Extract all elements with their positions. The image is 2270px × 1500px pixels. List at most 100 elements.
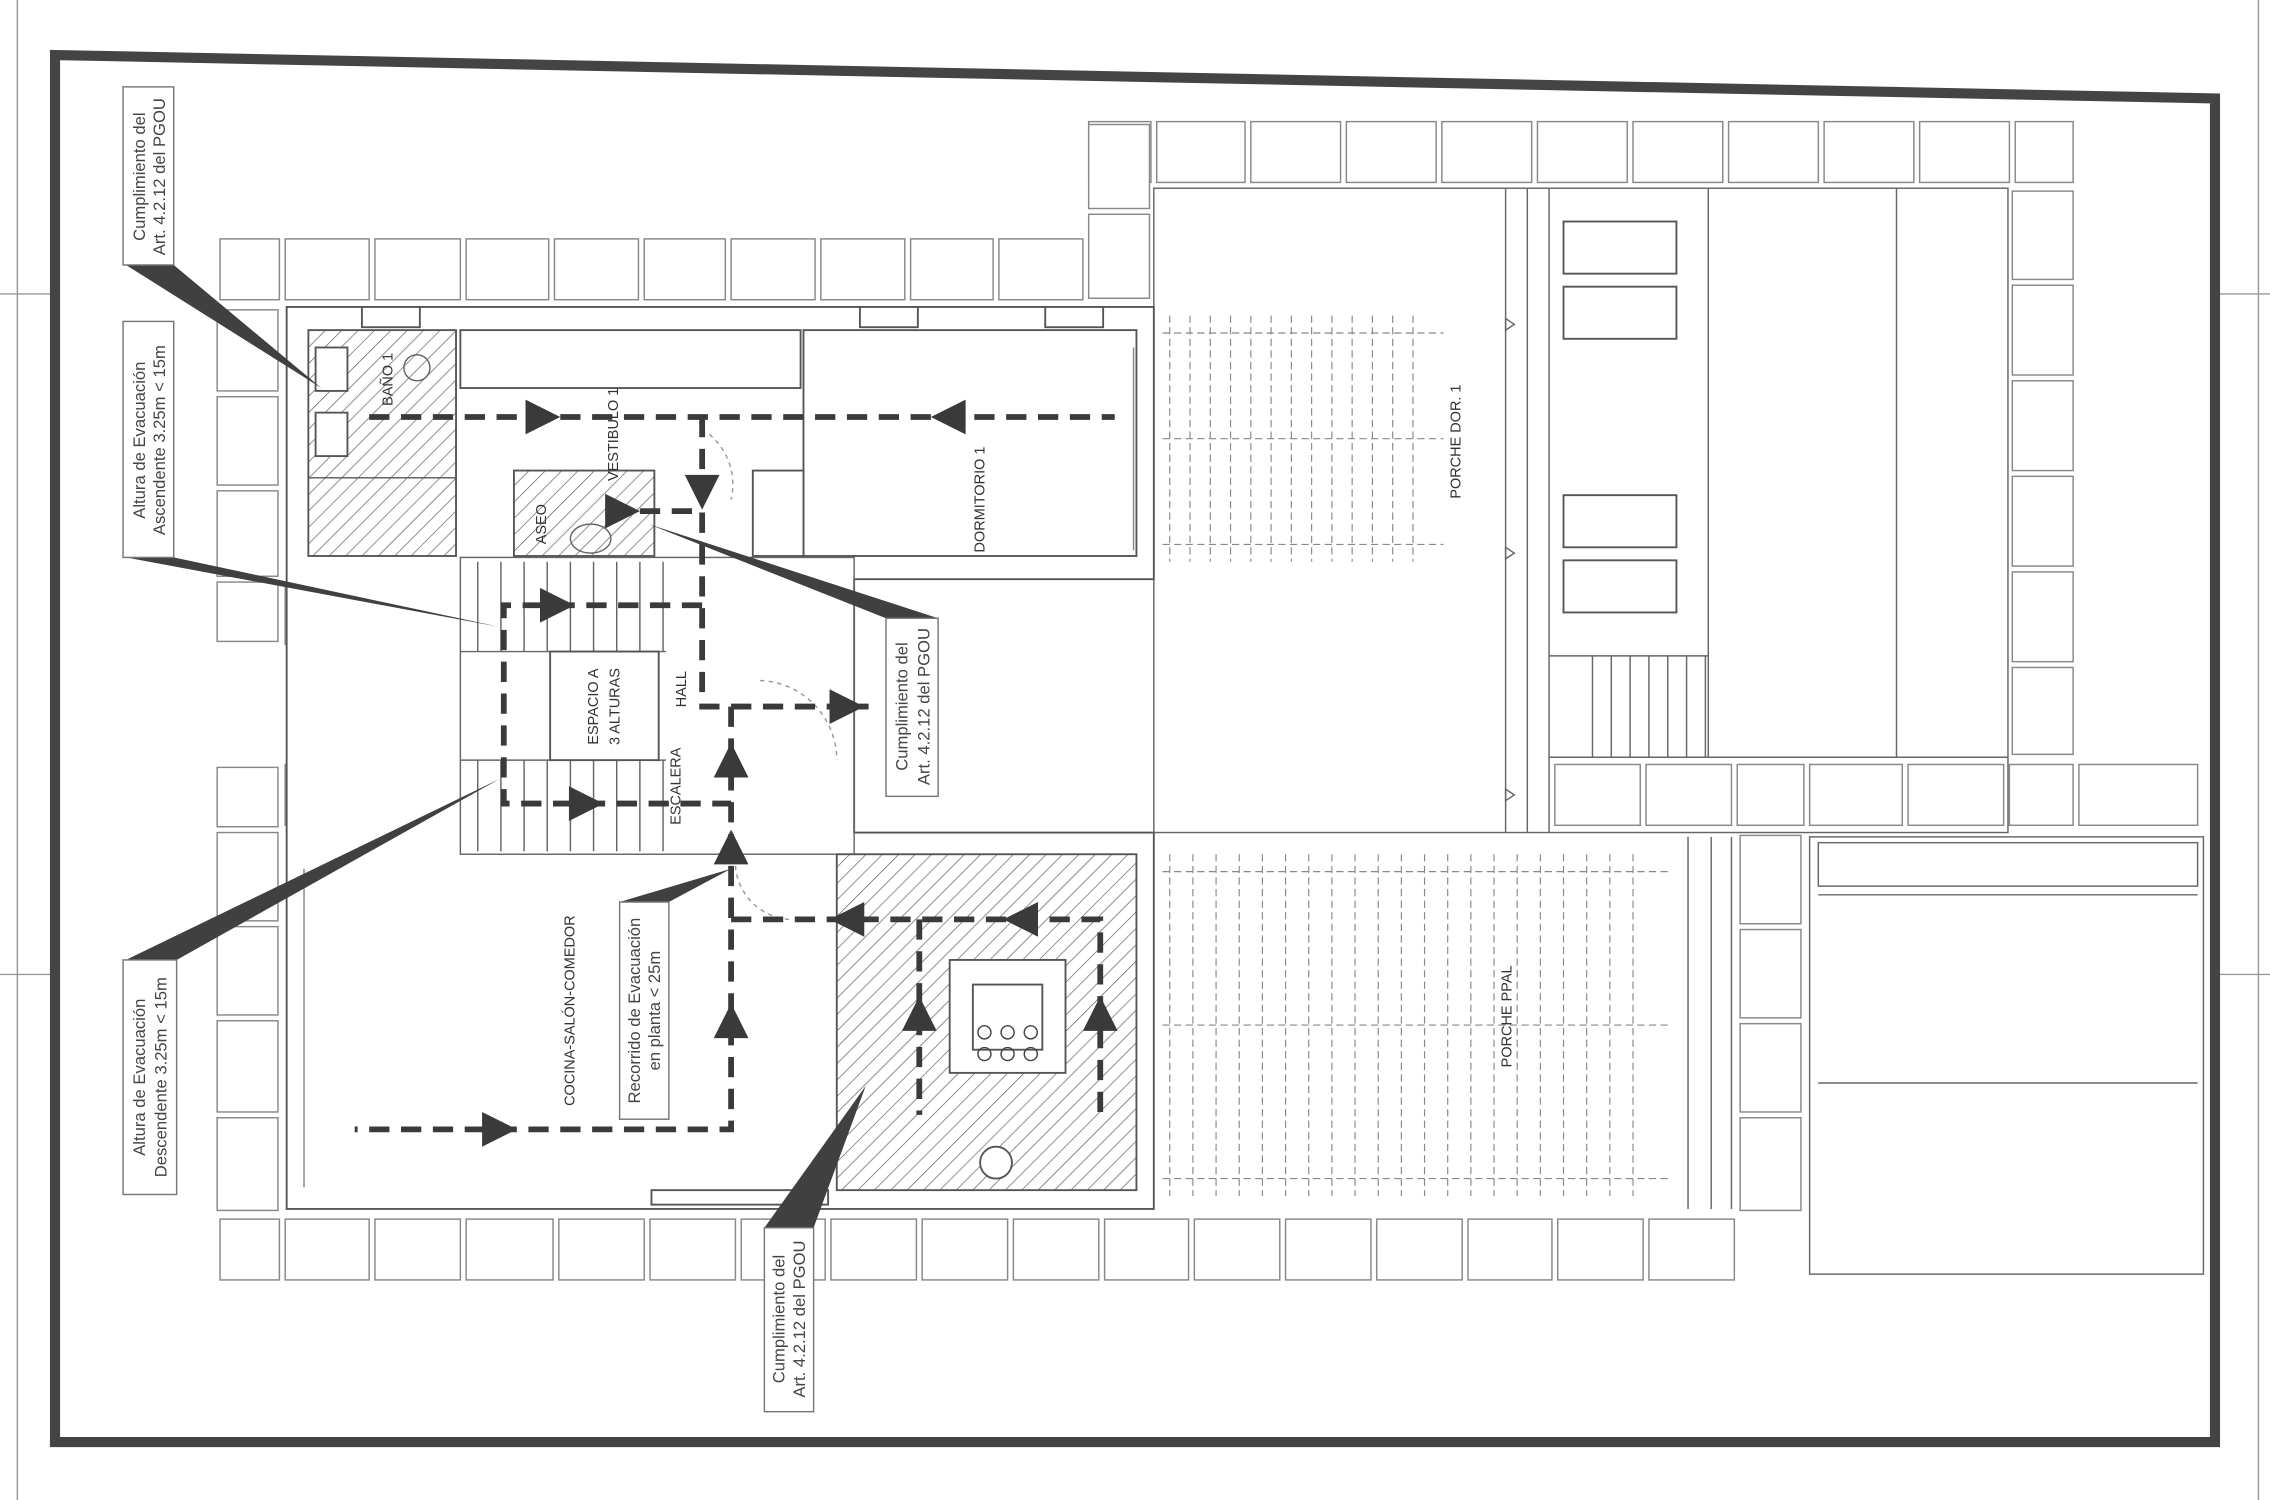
burner-icon — [1023, 1025, 1039, 1040]
hob — [977, 1025, 1039, 1062]
paving-tile — [1554, 763, 1641, 827]
evacuation-route — [699, 416, 869, 710]
sheet-frame — [49, 49, 2221, 1448]
paving-tile — [465, 238, 550, 301]
evacuation-arrows — [482, 399, 1118, 1147]
paving-tile — [1012, 1218, 1100, 1281]
evacuation-arrow-icon — [829, 902, 865, 937]
paving-tile — [2014, 120, 2074, 184]
paving-tile — [216, 581, 279, 643]
paving-tile — [649, 1218, 737, 1281]
callout-text: Recorrido de Evacuación — [625, 918, 644, 1104]
evacuation-arrow-icon — [539, 587, 575, 623]
paving-tile — [374, 1218, 462, 1281]
paving-tile — [1727, 120, 1820, 184]
callout-text: Cumplimiento del — [770, 1255, 789, 1383]
callout-pgou-hall: Cumplimiento del Art. 4.2.12 del PGOU — [885, 617, 939, 798]
room-label-porche-ppal: PORCHE PPAL — [1499, 965, 1515, 1067]
paving-tile — [219, 238, 281, 301]
burner-icon — [1000, 1025, 1015, 1040]
paving-tile — [909, 238, 994, 301]
callout-recorrido: Recorrido de Evacuación en planta < 25m — [618, 901, 670, 1120]
callout-text: Ascendente 3.25m < 15m — [150, 345, 169, 535]
paving-tile — [1736, 763, 1805, 827]
callout-pgou-top: Cumplimiento del Art. 4.2.12 del PGOU — [122, 86, 175, 266]
callout-text: Art. 4.2.12 del PGOU — [150, 98, 169, 255]
evacuation-arrow-icon — [1003, 902, 1039, 937]
burner-icon — [977, 1046, 992, 1062]
evacuation-arrow-icon — [713, 742, 749, 778]
paving-tile — [219, 1218, 281, 1281]
callout-text: en planta < 25m — [645, 951, 664, 1071]
callout-text: Art. 4.2.12 del PGOU — [790, 1240, 809, 1397]
paving-tile — [1739, 1117, 1802, 1212]
paving-tile — [820, 238, 906, 301]
paving-tile — [216, 395, 279, 486]
paving-tile — [1557, 1218, 1644, 1281]
paving-tile — [553, 238, 640, 301]
paving-tile — [1345, 120, 1437, 184]
paving-tile — [465, 1218, 554, 1281]
paving-tile — [730, 238, 816, 301]
paving-tile — [2011, 666, 2074, 756]
lounger — [1562, 559, 1678, 614]
paving-tile — [1739, 928, 1802, 1019]
evacuation-arrow-icon — [1082, 996, 1118, 1031]
evacuation-arrow-icon — [713, 1003, 749, 1039]
evacuation-arrow-icon — [605, 493, 640, 529]
paving-tile — [1823, 120, 1915, 184]
paving-tile — [374, 238, 462, 301]
evacuation-arrow-icon — [930, 399, 966, 435]
pergola-porche-ppal — [1162, 854, 1668, 1196]
paving-tile — [216, 1020, 279, 1113]
evacuation-route — [500, 602, 732, 807]
paving-tile — [2011, 475, 2074, 567]
lounger — [1562, 285, 1678, 340]
room-label-espacio-1: ESPACIO A — [586, 668, 602, 744]
lounger — [1562, 220, 1678, 275]
paving-tile — [2011, 190, 2074, 281]
evacuation-arrow-icon — [829, 689, 865, 724]
paving-tile — [1632, 120, 1724, 184]
paving-tile — [216, 831, 279, 922]
paving-tile — [1536, 120, 1628, 184]
burner-icon — [1023, 1046, 1039, 1062]
house-walls — [285, 306, 1155, 1210]
evacuation-arrow-icon — [482, 1111, 517, 1147]
paving-tile — [2011, 380, 2074, 472]
evacuation-arrow-icon — [901, 996, 937, 1031]
lounger — [1562, 494, 1678, 549]
paving-tile — [1376, 1218, 1463, 1281]
paving-tile — [216, 1117, 279, 1212]
evacuation-route — [731, 916, 1104, 1115]
paving-tile — [998, 238, 1084, 301]
paving-tile — [2078, 763, 2199, 827]
paving-tile — [2011, 284, 2074, 376]
room-label-aseo: ASEO — [534, 504, 550, 544]
evacuation-arrow-icon — [684, 474, 720, 510]
callout-text: Cumplimiento del — [893, 642, 912, 770]
paving-tile — [1193, 1218, 1281, 1281]
room-label-espacio-2: 3 ALTURAS — [608, 668, 624, 745]
burner-icon — [1000, 1046, 1015, 1062]
paving-tile — [1907, 763, 2005, 827]
callout-text: Cumplimiento del — [130, 112, 149, 240]
paving-tile — [1103, 1218, 1190, 1281]
paving-tile — [1155, 120, 1246, 184]
pergola-porche-dor — [1162, 315, 1444, 562]
paving-tile — [643, 238, 727, 301]
paving-tile — [1284, 1218, 1372, 1281]
paving-tile — [1918, 120, 2011, 184]
burner-icon — [977, 1025, 992, 1040]
paving-tile — [284, 238, 370, 301]
callout-text: Art. 4.2.12 del PGOU — [914, 628, 933, 785]
espacio-3-alturas-box — [549, 650, 660, 762]
evacuation-routes — [354, 399, 1118, 1147]
deck-area — [1153, 187, 2205, 1275]
paving-tile — [1250, 120, 1342, 184]
room-label-dormitorio: DORMITORIO 1 — [972, 447, 988, 553]
room-label-porche-dor: PORCHE DOR. 1 — [1449, 385, 1465, 499]
callout-pointer — [619, 868, 732, 903]
